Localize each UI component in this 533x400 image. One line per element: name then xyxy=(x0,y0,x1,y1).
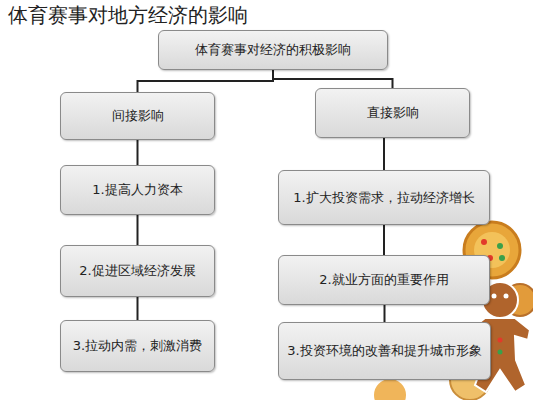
connector xyxy=(137,215,139,245)
process-box: 3.拉动内需，刺激消费 xyxy=(60,320,215,372)
connector xyxy=(383,225,385,255)
box-label: 直接影响 xyxy=(367,104,419,122)
connector xyxy=(137,140,139,165)
process-box: 1.提高人力资本 xyxy=(60,165,215,215)
connector xyxy=(384,305,386,322)
connector xyxy=(138,70,274,92)
box-label: 体育赛事对经济的积极影响 xyxy=(195,41,351,59)
process-box: 1.扩大投资需求，拉动经济增长 xyxy=(278,170,490,225)
process-box: 2.就业方面的重要作用 xyxy=(278,255,490,305)
box-label: 3.投资环境的改善和提升城市形象 xyxy=(287,342,481,360)
process-box: 2.促进区域经济发展 xyxy=(60,245,215,297)
box-label: 3.拉动内需，刺激消费 xyxy=(73,337,202,355)
box-label: 间接影响 xyxy=(112,107,164,125)
connector xyxy=(273,70,393,88)
process-box: 3.投资环境的改善和提升城市形象 xyxy=(278,322,491,380)
diagram-title: 体育赛事对地方经济的影响 xyxy=(4,2,252,29)
connector xyxy=(137,297,139,320)
process-box: 间接影响 xyxy=(60,92,215,140)
box-label: 1.扩大投资需求，拉动经济增长 xyxy=(293,189,474,207)
box-label: 2.促进区域经济发展 xyxy=(79,262,195,280)
process-box: 直接影响 xyxy=(315,88,470,138)
root-box: 体育赛事对经济的积极影响 xyxy=(158,30,388,70)
box-label: 1.提高人力资本 xyxy=(92,181,182,199)
connector xyxy=(383,138,385,170)
box-label: 2.就业方面的重要作用 xyxy=(319,271,448,289)
